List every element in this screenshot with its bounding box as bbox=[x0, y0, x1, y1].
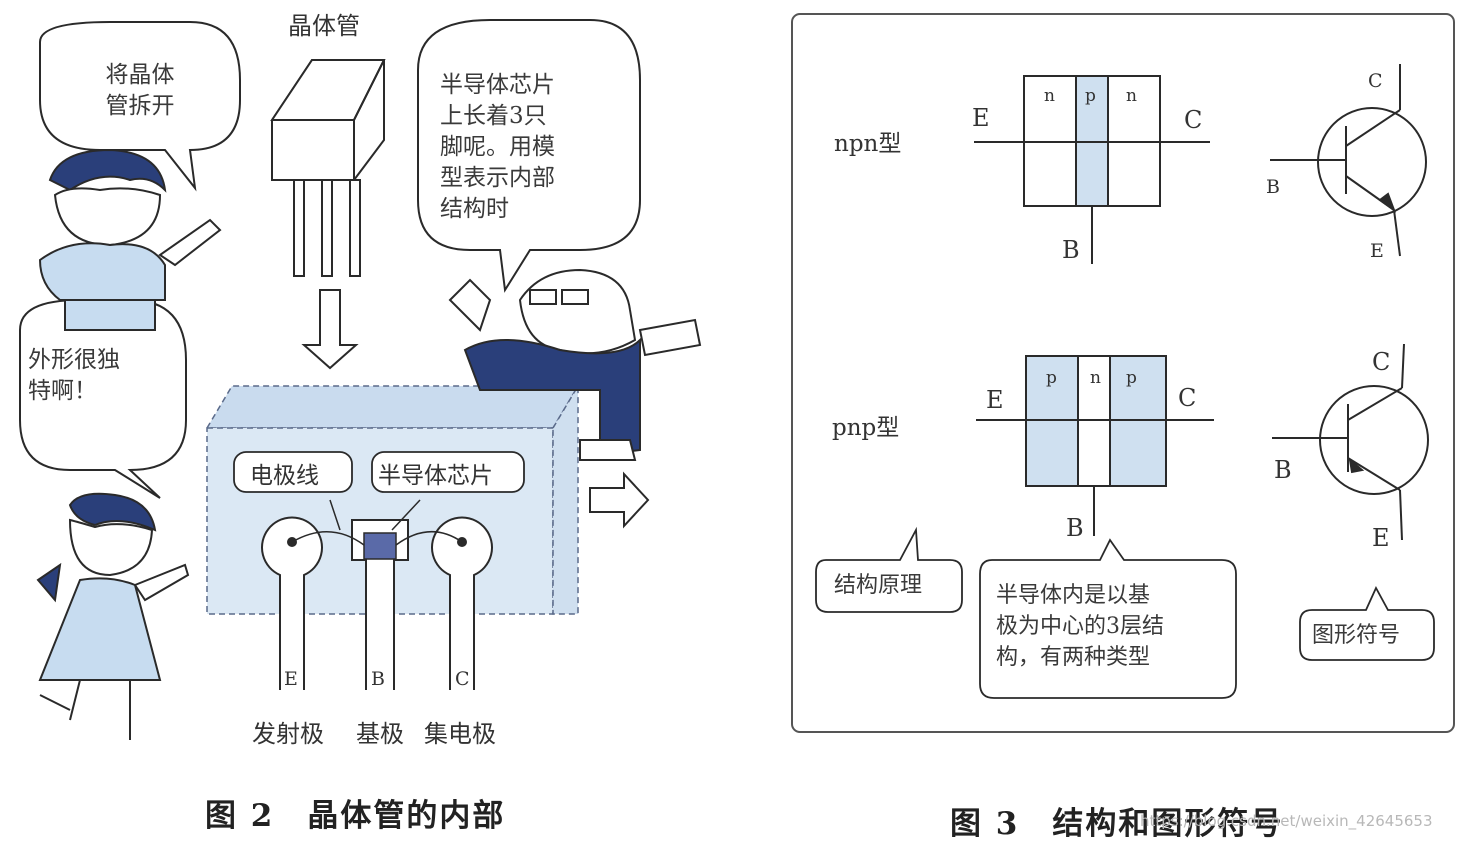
npn-type-label: npn型 bbox=[834, 131, 902, 157]
tag-symbol-text: 图形符号 bbox=[1312, 623, 1401, 648]
npn-b-label: B bbox=[1062, 236, 1080, 264]
pnp-layer-2: n bbox=[1090, 368, 1101, 388]
tag-desc-box bbox=[979, 538, 1237, 699]
pnp-sym-b: B bbox=[1274, 456, 1292, 484]
tag-desc-text: 半导体内是以基 极为中心的3层结 构，有两种类型 bbox=[996, 583, 1164, 670]
npn-e-label: E bbox=[972, 104, 990, 132]
bubble-prof bbox=[417, 19, 641, 293]
npn-layer-3: n bbox=[1126, 86, 1137, 106]
fig3-caption: 图 3 结构和图形符号 bbox=[950, 806, 1284, 842]
tag-structure-text: 结构原理 bbox=[834, 573, 923, 598]
pnp-sym-e: E bbox=[1372, 524, 1390, 552]
pnp-layer-1: p bbox=[1046, 368, 1057, 388]
npn-symbol bbox=[1270, 64, 1427, 257]
tag-wire-box bbox=[233, 451, 353, 493]
tag-structure-box bbox=[815, 526, 963, 613]
transistor-label: 晶体管 bbox=[288, 12, 360, 40]
pnp-structure bbox=[976, 355, 1214, 536]
pnp-e-label: E bbox=[986, 386, 1004, 414]
npn-sym-e: E bbox=[1370, 240, 1384, 262]
npn-c-label: C bbox=[1184, 106, 1203, 134]
pin-e-label: E bbox=[284, 668, 298, 690]
base-name: 基极 bbox=[356, 720, 404, 748]
pnp-sym-c: C bbox=[1372, 348, 1391, 376]
tag-chip-text: 半导体芯片 bbox=[378, 463, 493, 489]
bubble-girl bbox=[19, 299, 187, 499]
pin-c-label: C bbox=[455, 668, 470, 690]
pnp-layer-3: p bbox=[1126, 368, 1137, 388]
collector-name: 集电极 bbox=[424, 720, 496, 748]
bubble-prof-text: 半导体芯片 上长着3只 脚呢。用模 型表示内部 结构时 bbox=[440, 72, 555, 222]
pnp-b-label: B bbox=[1066, 514, 1084, 542]
transistor-package bbox=[270, 59, 386, 277]
right-arrow-icon bbox=[589, 471, 650, 529]
npn-sym-c: C bbox=[1368, 70, 1383, 92]
tag-wire-text: 电极线 bbox=[250, 463, 319, 489]
down-arrow-icon bbox=[301, 289, 359, 370]
boy-character bbox=[38, 148, 222, 331]
npn-layer-1: n bbox=[1044, 86, 1055, 106]
girl-character bbox=[36, 492, 190, 740]
semiconductor-chip bbox=[363, 532, 397, 560]
electrode-pins bbox=[261, 516, 493, 690]
watermark: https://blog.csdn.net/weixin_42645653 bbox=[1140, 812, 1433, 830]
pin-b-label: B bbox=[371, 668, 385, 690]
fig2-caption: 图 2 晶体管的内部 bbox=[205, 798, 506, 834]
pnp-c-label: C bbox=[1178, 384, 1197, 412]
npn-sym-b: B bbox=[1266, 176, 1280, 198]
pnp-symbol bbox=[1272, 343, 1429, 541]
professor-character bbox=[448, 268, 702, 461]
tag-symbol-box bbox=[1299, 585, 1435, 661]
bubble-girl-text: 外形很独 特啊！ bbox=[28, 347, 120, 404]
bubble-boy bbox=[39, 21, 241, 192]
bubble-boy-text: 将晶体 管拆开 bbox=[105, 62, 175, 119]
npn-structure bbox=[974, 75, 1210, 264]
npn-layer-2: p bbox=[1085, 86, 1096, 106]
pnp-type-label: pnp型 bbox=[832, 415, 900, 441]
tag-chip-box bbox=[371, 451, 525, 493]
emitter-name: 发射极 bbox=[252, 720, 324, 748]
electrode-wire bbox=[291, 530, 463, 546]
